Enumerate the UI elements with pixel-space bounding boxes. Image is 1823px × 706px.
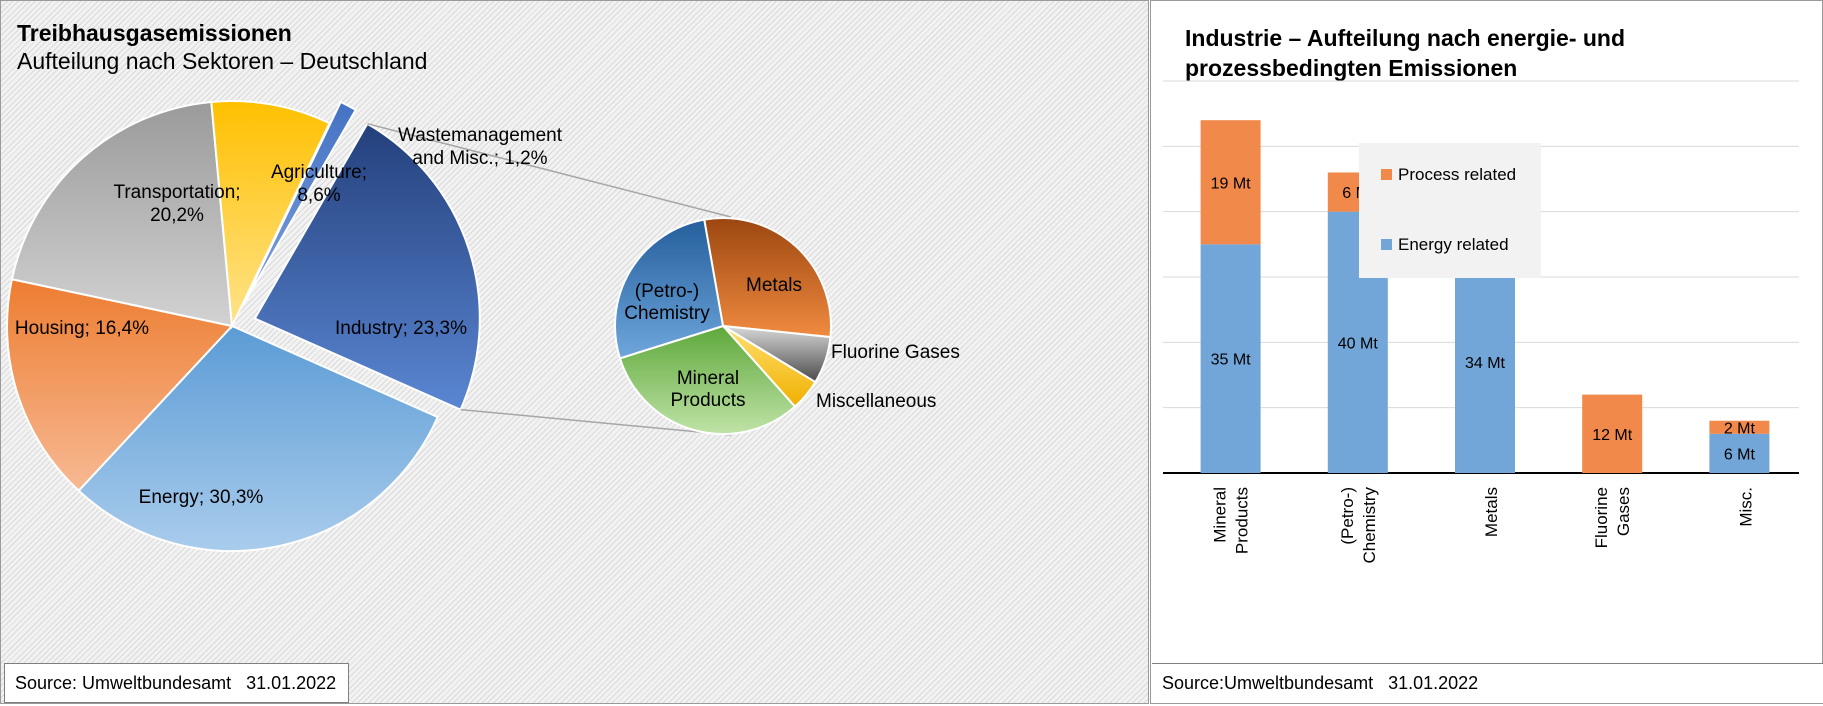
small-pie-label-petro-chemistry: (Petro-)Chemistry bbox=[624, 281, 710, 324]
pie-label-housing: Housing; 16,4% bbox=[15, 318, 149, 339]
legend-swatch-process-related bbox=[1381, 169, 1392, 180]
svg-text:Metals: Metals bbox=[1482, 487, 1501, 537]
data-label-process-misc: 2 Mt bbox=[1724, 420, 1756, 437]
pie-slice-agriculture bbox=[210, 100, 331, 330]
pie-slice-industry bbox=[253, 122, 481, 411]
data-label-energy-metals: 34 Mt bbox=[1465, 355, 1506, 372]
pie-label-transportation: Transportation;20,2% bbox=[113, 182, 240, 226]
data-label-process-fluorine-gases: 12 Mt bbox=[1592, 427, 1633, 444]
industry-chart-title: Industrie – Aufteilung nach energie- und… bbox=[1185, 25, 1626, 81]
bar-process-mineral-products bbox=[1200, 120, 1261, 245]
legend-label-energy-related: Energy related bbox=[1398, 235, 1509, 254]
sector-chart-title: Treibhausgasemissionen bbox=[17, 20, 292, 46]
small-pie-label-metals: Metals bbox=[746, 275, 802, 296]
pie-label-agriculture: Agriculture;8,6% bbox=[271, 162, 367, 206]
pie-label-industry: Industry; 23,3% bbox=[335, 318, 467, 339]
small-pie-slice-metals bbox=[703, 217, 832, 339]
small-pie-slice-mineral-products bbox=[618, 324, 797, 435]
pie-slice-housing bbox=[6, 278, 234, 493]
small-pie-label-miscellaneous: Miscellaneous bbox=[816, 391, 936, 412]
legend-box bbox=[1359, 143, 1541, 278]
sector-chart-subtitle: Aufteilung nach Sektoren – Deutschland bbox=[17, 48, 428, 74]
small-pie-label-fluorine-gases: Fluorine Gases bbox=[831, 342, 960, 363]
x-tick-label-misc: Misc. bbox=[1736, 487, 1755, 527]
svg-text:Misc.: Misc. bbox=[1736, 487, 1755, 527]
pie-slice-transportation bbox=[10, 100, 234, 328]
bar-process-fluorine-gases bbox=[1582, 394, 1643, 473]
x-tick-label-petro-chemistry: (Petro-)Chemistry bbox=[1338, 487, 1379, 564]
sector-chart-source: Source: Umweltbundesamt 31.01.2022 bbox=[4, 663, 349, 703]
data-label-energy-petro-chemistry: 40 Mt bbox=[1338, 335, 1379, 352]
industry-chart-source: Source:Umweltbundesamt 31.01.2022 bbox=[1152, 663, 1823, 703]
bar-process-misc bbox=[1709, 420, 1770, 434]
bar-energy-metals bbox=[1455, 250, 1515, 473]
bar-energy-mineral-products bbox=[1200, 244, 1261, 473]
bar-energy-misc bbox=[1709, 433, 1770, 473]
legend-label-process-related: Process related bbox=[1398, 165, 1516, 184]
connector-line-bottom bbox=[460, 408, 732, 436]
data-label-process-mineral-products: 19 Mt bbox=[1211, 175, 1252, 192]
legend-swatch-energy-related bbox=[1381, 239, 1392, 250]
data-label-energy-mineral-products: 35 Mt bbox=[1211, 352, 1252, 369]
pie-label-energy: Energy; 30,3% bbox=[139, 487, 264, 508]
pie-slice-wastemanagement-and-misc bbox=[242, 100, 358, 306]
connector-line-top bbox=[367, 122, 732, 218]
data-label-energy-misc: 6 Mt bbox=[1724, 446, 1756, 463]
sector-pie-chart: Industry; 23,3% Energy; 30,3% Housing; 16,… bbox=[6, 100, 960, 552]
x-tick-label-metals: Metals bbox=[1482, 487, 1501, 537]
small-pie-slice-petro-chemistry bbox=[614, 218, 725, 360]
sector-chart-panel: Treibhausgasemissionen Aufteilung nach S… bbox=[0, 0, 1149, 704]
svg-text:(Petro-)Chemistry: (Petro-)Chemistry bbox=[1338, 487, 1379, 564]
pie-slice-energy bbox=[77, 324, 440, 552]
industry-chart-panel: Industrie – Aufteilung nach energie- und… bbox=[1150, 0, 1823, 704]
